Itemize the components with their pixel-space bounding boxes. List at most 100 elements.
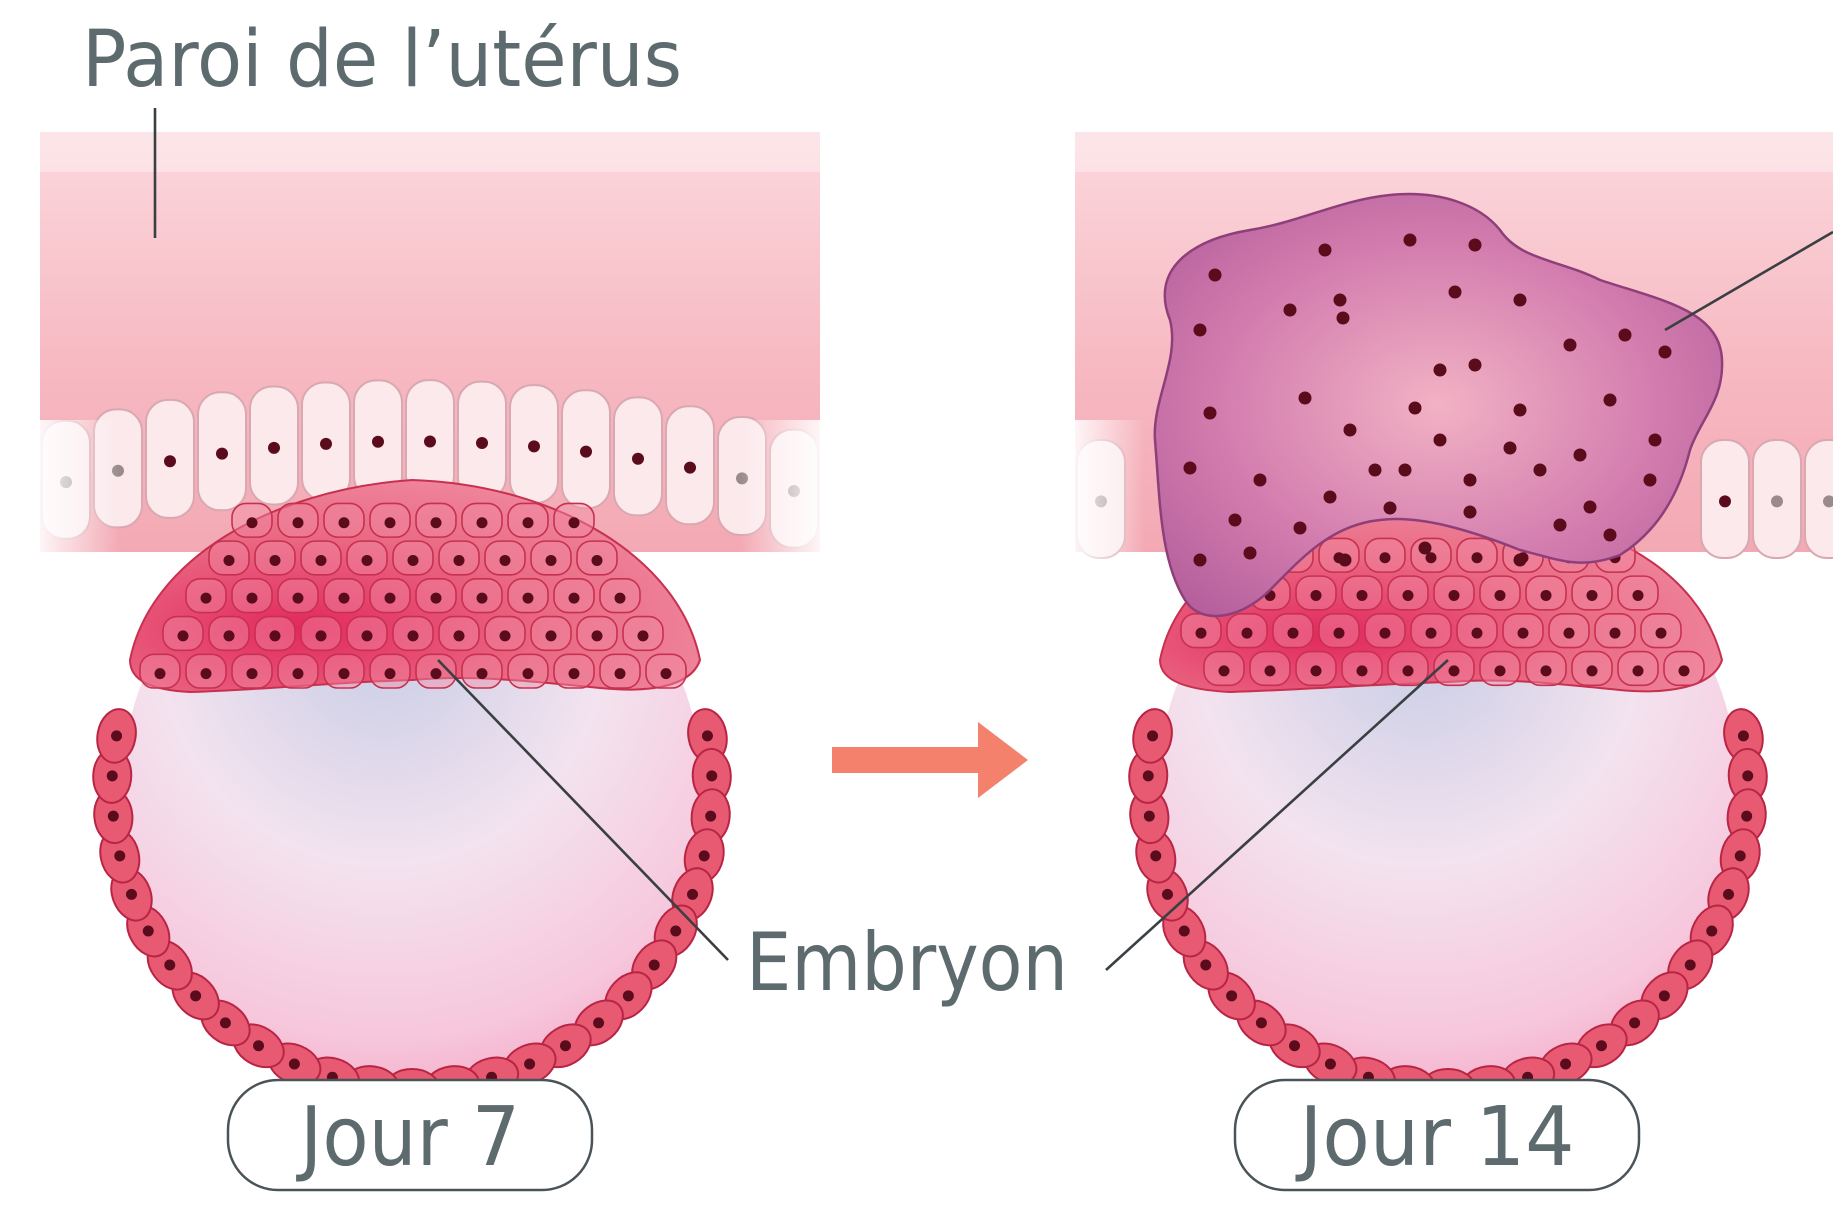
cell-nucleus <box>1254 474 1267 487</box>
cell-nucleus <box>320 438 332 450</box>
cell-nucleus <box>1738 730 1749 741</box>
cell-nucleus <box>1144 811 1155 822</box>
cell-nucleus <box>1196 628 1207 639</box>
cell-nucleus <box>1719 495 1731 507</box>
cell-nucleus <box>431 517 442 528</box>
cell-nucleus <box>1649 434 1662 447</box>
cell-nucleus <box>1469 359 1482 372</box>
cell-nucleus <box>224 555 235 566</box>
cell-nucleus <box>560 1040 571 1051</box>
cell-nucleus <box>1604 394 1617 407</box>
cell-nucleus <box>1162 889 1173 900</box>
cell-nucleus <box>1596 1040 1607 1051</box>
day7-badge: Jour 7 <box>228 1080 592 1190</box>
cell-nucleus <box>1659 990 1670 1001</box>
cell-nucleus <box>1434 434 1447 447</box>
cell-nucleus <box>108 811 119 822</box>
cell-nucleus <box>1584 501 1597 514</box>
cell-nucleus <box>546 630 557 641</box>
cell-nucleus <box>454 630 465 641</box>
cell-nucleus <box>1399 464 1412 477</box>
cell-nucleus <box>224 630 235 641</box>
cell-nucleus <box>569 593 580 604</box>
cell-nucleus <box>385 668 396 679</box>
cell-nucleus <box>1633 590 1644 601</box>
cell-nucleus <box>1284 304 1297 317</box>
cell-nucleus <box>592 630 603 641</box>
cell-nucleus <box>1604 529 1617 542</box>
cell-nucleus <box>190 990 201 1001</box>
cell-nucleus <box>706 770 717 781</box>
cell-nucleus <box>247 668 258 679</box>
day14-label: Jour 14 <box>1295 1090 1575 1185</box>
cell-nucleus <box>1219 665 1230 676</box>
cell-nucleus <box>1242 628 1253 639</box>
cell-nucleus <box>1472 552 1483 563</box>
cell-nucleus <box>638 630 649 641</box>
cell-nucleus <box>293 668 304 679</box>
cell-nucleus <box>1741 811 1752 822</box>
cell-nucleus <box>1514 404 1527 417</box>
cell-nucleus <box>1339 554 1352 567</box>
cell-nucleus <box>528 440 540 452</box>
cell-nucleus <box>1560 1058 1571 1069</box>
cell-nucleus <box>220 1017 231 1028</box>
cell-nucleus <box>1294 522 1307 535</box>
cell-nucleus <box>500 630 511 641</box>
cell-nucleus <box>1541 590 1552 601</box>
cell-nucleus <box>111 730 122 741</box>
cell-nucleus <box>1380 628 1391 639</box>
cell-nucleus <box>1464 506 1477 519</box>
cell-nucleus <box>408 555 419 566</box>
cell-nucleus <box>1495 665 1506 676</box>
day7-label: Jour 7 <box>295 1090 520 1185</box>
cell-nucleus <box>1610 628 1621 639</box>
cell-nucleus <box>1337 312 1350 325</box>
cell-nucleus <box>1735 850 1746 861</box>
cell-nucleus <box>476 437 488 449</box>
cell-nucleus <box>385 517 396 528</box>
cell-nucleus <box>1742 770 1753 781</box>
cell-nucleus <box>316 630 327 641</box>
cell-nucleus <box>289 1058 300 1069</box>
cell-nucleus <box>339 593 350 604</box>
cell-nucleus <box>1143 770 1154 781</box>
day14-panel <box>1065 132 1833 1108</box>
cell-nucleus <box>1449 590 1460 601</box>
cell-nucleus <box>178 630 189 641</box>
cell-nucleus <box>1504 442 1517 455</box>
cell-nucleus <box>1325 1058 1336 1069</box>
cell-nucleus <box>1311 665 1322 676</box>
cell-nucleus <box>431 593 442 604</box>
cell-nucleus <box>385 593 396 604</box>
cell-nucleus <box>1514 554 1527 567</box>
cell-nucleus <box>702 730 713 741</box>
cell-nucleus <box>107 770 118 781</box>
cell-nucleus <box>1685 959 1696 970</box>
cell-nucleus <box>477 668 488 679</box>
cell-nucleus <box>1564 628 1575 639</box>
cell-nucleus <box>1495 590 1506 601</box>
cell-nucleus <box>1334 294 1347 307</box>
cell-nucleus <box>615 593 626 604</box>
cell-nucleus <box>1184 462 1197 475</box>
cell-nucleus <box>661 668 672 679</box>
day14-badge: Jour 14 <box>1235 1080 1639 1190</box>
cell-nucleus <box>126 889 137 900</box>
cell-nucleus <box>1464 474 1477 487</box>
cell-nucleus <box>1656 628 1667 639</box>
uterus-wall-label: Paroi de l’utérus <box>82 15 682 105</box>
cell-nucleus <box>1472 628 1483 639</box>
cell-nucleus <box>1419 542 1432 555</box>
cell-nucleus <box>216 448 228 460</box>
cell-nucleus <box>1204 407 1217 420</box>
cell-nucleus <box>705 811 716 822</box>
cell-nucleus <box>524 1058 535 1069</box>
cell-nucleus <box>1534 464 1547 477</box>
cell-nucleus <box>1514 294 1527 307</box>
cell-nucleus <box>1319 244 1332 257</box>
cell-nucleus <box>1554 519 1567 532</box>
cell-nucleus <box>1226 990 1237 1001</box>
cell-nucleus <box>699 850 710 861</box>
cell-nucleus <box>1324 491 1337 504</box>
